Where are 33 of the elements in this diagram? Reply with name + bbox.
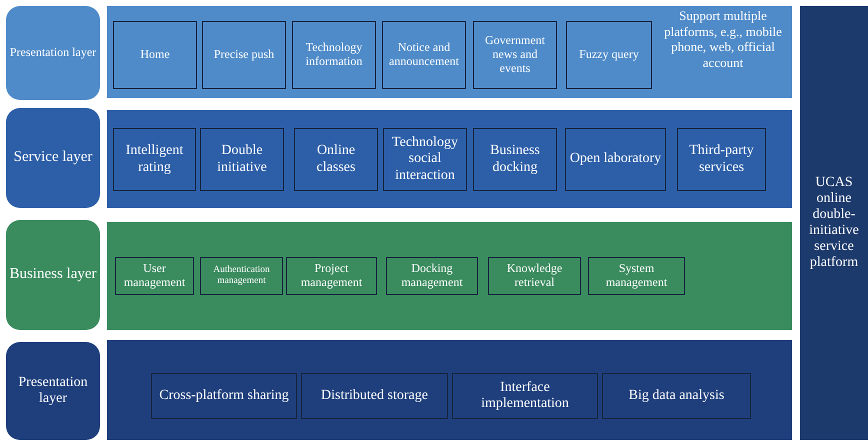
layer-label: Presentation layer <box>6 342 100 440</box>
module-box: Docking management <box>386 257 478 295</box>
module-box: Fuzzy query <box>566 21 652 89</box>
module-box: Technology information <box>292 21 376 89</box>
module-box: Notice and announcement <box>382 21 466 89</box>
module-box: Project management <box>286 257 377 295</box>
module-box: System management <box>588 257 685 295</box>
module-box: Knowledge retrieval <box>488 257 581 295</box>
module-box: Third-party services <box>677 128 766 191</box>
module-box: Intelligent rating <box>113 128 196 191</box>
module-box: Cross-platform sharing <box>151 373 297 419</box>
module-box: Open laboratory <box>565 128 666 191</box>
layer-label: Service layer <box>6 108 100 208</box>
layer-band <box>107 6 792 98</box>
module-box: Technology social interaction <box>383 128 467 191</box>
module-box: Home <box>113 21 197 89</box>
module-box: Online classes <box>294 128 378 191</box>
module-box: Government news and events <box>473 21 557 89</box>
module-box: Big data analysis <box>602 373 751 419</box>
layer-band <box>107 222 792 330</box>
layer-band <box>107 110 792 208</box>
layer-label: Presentation layer <box>6 6 100 100</box>
note-text: Support multiple platforms, e.g., mobile phone, web, official account <box>663 8 783 70</box>
module-box: Distributed storage <box>301 373 448 419</box>
module-box: Precise push <box>202 21 286 89</box>
module-box: User management <box>115 257 194 295</box>
module-box: Double initiative <box>200 128 284 191</box>
module-box: Interface implementation <box>452 373 598 419</box>
module-box: Authentication management <box>200 257 283 295</box>
layer-band <box>107 340 792 440</box>
module-box: Business docking <box>473 128 557 191</box>
layer-label: Business layer <box>6 220 100 330</box>
platform-panel: UCAS online double-initiative service platform <box>800 6 868 440</box>
